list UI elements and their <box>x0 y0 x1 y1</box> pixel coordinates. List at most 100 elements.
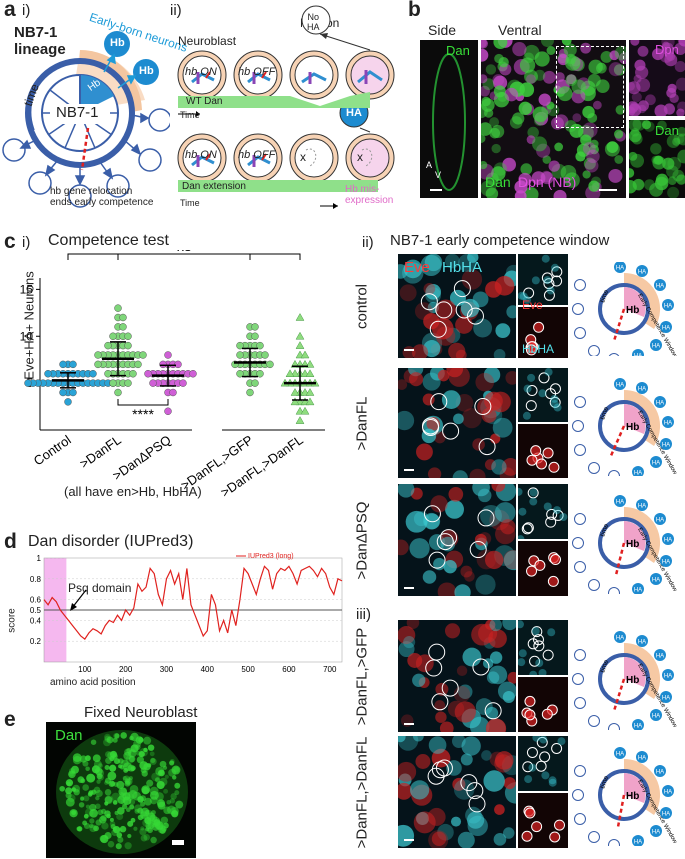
nucleus <box>437 369 450 382</box>
dan-nucleus <box>629 151 638 161</box>
nucleus <box>410 487 423 500</box>
ha-neuron <box>662 785 674 797</box>
x-tick-label: 600 <box>282 665 296 674</box>
dan-punctum <box>104 801 109 806</box>
nucleus <box>557 737 566 746</box>
data-point <box>290 387 300 396</box>
dan-extension-label: Dan extension <box>182 181 246 192</box>
neuron-outline <box>524 807 536 819</box>
dan-punctum <box>128 755 136 763</box>
nucleus <box>457 831 475 848</box>
dpn-nucleus <box>637 45 649 57</box>
ha-neuron-label: HA <box>346 107 362 119</box>
nucleus <box>446 760 462 776</box>
nucleus <box>472 438 485 451</box>
dan-punctum <box>100 834 109 844</box>
dan-punctum <box>127 764 135 772</box>
x-mark-2: x <box>357 150 363 164</box>
ventral-nucleus <box>572 113 582 123</box>
ha-label: HA <box>634 471 642 477</box>
daughter-neuron <box>574 513 586 525</box>
neuron-outline <box>536 736 548 748</box>
dan-punctum <box>95 789 103 798</box>
nucleus <box>474 533 487 546</box>
dan-punctum <box>104 751 112 758</box>
daughter-neuron <box>574 649 586 661</box>
dan-inset-label: Dan <box>655 123 679 138</box>
dan-punctum <box>122 796 132 805</box>
ventral-nucleus <box>613 64 626 76</box>
ha-label: HA <box>652 344 660 350</box>
nucleus <box>398 539 409 556</box>
sig-bracket <box>117 253 251 260</box>
nucleus <box>431 831 447 847</box>
data-point <box>59 360 67 369</box>
ventral-nucleus <box>523 52 535 64</box>
dan-punctum <box>175 800 184 809</box>
ventral-nucleus <box>576 143 591 157</box>
neuron-outline <box>431 761 449 779</box>
ha-label: HA <box>656 401 664 407</box>
dan-punctum <box>169 760 175 766</box>
lineage-diagram <box>2 31 170 208</box>
neuron-outline <box>423 505 441 523</box>
dpn-nucleus <box>635 65 649 79</box>
dan-nucleus <box>676 174 685 185</box>
nucleus <box>483 368 501 384</box>
dan-punctum <box>143 736 152 745</box>
neuron-outline <box>526 385 538 397</box>
ha-neuron <box>636 382 648 394</box>
nucleus <box>416 443 433 461</box>
hb-misexpression-label: Hb mis- expression <box>345 184 394 206</box>
neuron-outline <box>533 321 545 333</box>
ventral-nucleus <box>526 135 536 144</box>
neuron-outline <box>420 293 438 311</box>
nucleus <box>484 391 503 411</box>
data-point <box>64 398 72 406</box>
panel-c-letter: c <box>4 230 16 253</box>
ventral-nucleus <box>481 74 488 84</box>
dan-punctum <box>120 732 127 739</box>
nucleus <box>518 535 525 539</box>
x-tick-label: 400 <box>201 665 215 674</box>
ventral-nucleus <box>584 158 599 173</box>
ha-label: HA <box>634 588 642 594</box>
dan-punctum <box>141 785 151 795</box>
hb-wedge <box>624 287 646 317</box>
dan-nucleus <box>653 155 664 165</box>
hb-label: Hb <box>626 305 639 316</box>
dan-punctum <box>118 764 123 769</box>
nucleus <box>453 686 471 703</box>
nucleus <box>476 549 497 570</box>
neuron-outline <box>442 422 460 440</box>
ventral-nucleus <box>504 87 519 102</box>
ventral-nucleus <box>497 91 508 102</box>
nucleus <box>495 523 516 545</box>
nucleus <box>493 833 507 846</box>
eve-label: Eve <box>404 259 430 276</box>
ventral-nucleus <box>600 50 613 63</box>
ventral-nucleus <box>519 57 536 73</box>
axis-a-label: A <box>426 160 433 170</box>
relocation-note: hb gene relocation ends early competence <box>50 186 154 208</box>
dan-punctum <box>139 795 147 802</box>
data-point <box>164 407 172 415</box>
dan-nucleus <box>632 178 645 191</box>
hbha-label: HbHA <box>442 259 483 276</box>
panel-a-part-i: i) <box>22 2 31 19</box>
dan-punctum <box>114 733 120 739</box>
nucleus <box>522 831 533 842</box>
dan-punctum <box>170 793 177 800</box>
daughter-neuron <box>574 765 586 777</box>
nucleus <box>450 816 462 827</box>
nucleus <box>494 502 516 523</box>
nucleus <box>447 700 465 718</box>
nucleus <box>539 736 548 744</box>
competence-title: Competence test <box>48 232 169 249</box>
nucleus <box>475 574 496 595</box>
dan-punctum <box>82 820 88 826</box>
dan-punctum <box>147 821 155 829</box>
nucleus <box>529 497 538 506</box>
neuron-outline <box>551 742 563 754</box>
